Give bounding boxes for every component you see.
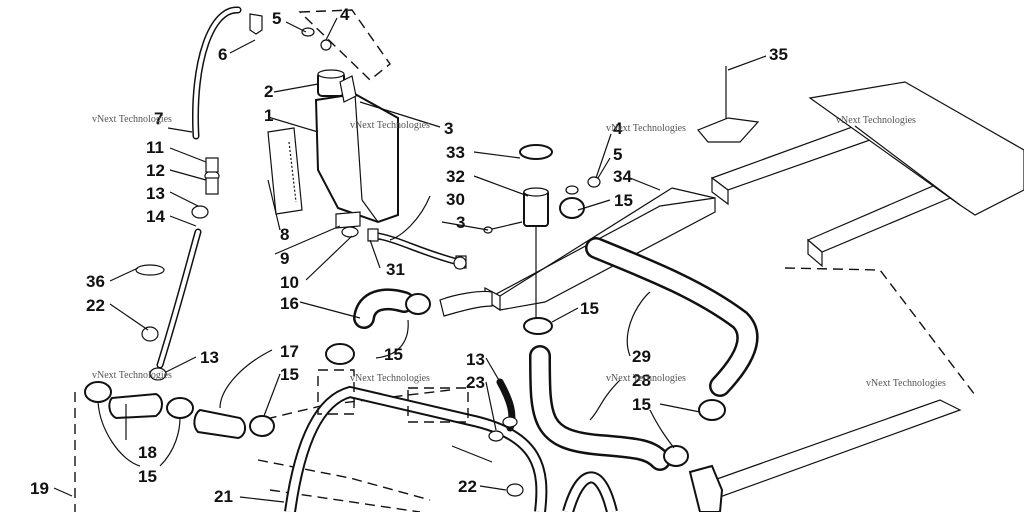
callout-15c: 15: [384, 345, 403, 364]
bottle-bracket: [339, 75, 357, 103]
frame-crossmember-right: [710, 81, 1024, 268]
callout-8: 8: [280, 225, 289, 244]
callout-5b: 5: [613, 145, 622, 164]
watermark: vNext Technologies: [92, 370, 172, 381]
callout-22b: 22: [458, 477, 477, 496]
callout-22a: 22: [86, 296, 105, 315]
callout-7: 7: [154, 109, 163, 128]
callout-13c: 13: [466, 350, 485, 369]
callout-10: 10: [280, 273, 299, 292]
left-tube: [156, 228, 202, 369]
callout-35: 35: [769, 45, 788, 64]
callout-36: 36: [86, 272, 105, 291]
overflow-tube: [191, 6, 263, 140]
callout-14: 14: [146, 207, 165, 226]
callout-15f: 15: [632, 395, 651, 414]
watermark: vNext Technologies: [350, 373, 430, 384]
thermostat-sensor: [697, 66, 760, 143]
callout-labels: 1 2 3 4 5 6 7 11 12 13 14 36 22 13 8 9 1…: [30, 5, 788, 506]
callout-3a: 3: [444, 119, 453, 138]
small-clamp: [453, 256, 467, 270]
callout-3b: 3: [456, 213, 465, 232]
callout-30: 30: [446, 190, 465, 209]
leader-lines: [53, 17, 767, 503]
callout-15e: 15: [138, 467, 157, 486]
callout-32: 32: [446, 167, 465, 186]
callout-29: 29: [632, 347, 651, 366]
engine-components-dashed: [317, 369, 493, 463]
callout-6: 6: [218, 45, 227, 64]
frame-rail-lower: [698, 399, 962, 512]
drain-tube: [367, 228, 467, 269]
watermark: vNext Technologies: [606, 123, 686, 134]
watermark: vNext Technologies: [350, 120, 430, 131]
watermark: vNext Technologies: [866, 378, 946, 389]
lower-hose: [529, 345, 671, 471]
bottle-fitting: [335, 211, 361, 238]
washer-nut-pair: [565, 176, 601, 195]
filler-neck: [519, 144, 553, 320]
callout-16: 16: [280, 294, 299, 313]
check-valve: [205, 157, 219, 195]
frame-outline-lower: [257, 459, 431, 512]
callout-15b: 15: [580, 299, 599, 318]
callout-12: 12: [146, 161, 165, 180]
callout-5a: 5: [272, 9, 281, 28]
callout-21: 21: [214, 487, 233, 506]
elbow-fitting: [688, 464, 724, 512]
callout-1: 1: [264, 106, 273, 125]
callout-33: 33: [446, 143, 465, 162]
callout-9: 9: [280, 249, 289, 268]
short-hose-18: [108, 392, 163, 420]
callout-19: 19: [30, 479, 49, 498]
callout-4a: 4: [340, 5, 350, 24]
callout-17: 17: [280, 342, 299, 361]
roll-bar: [284, 385, 618, 512]
upper-hose: [353, 288, 493, 329]
watermark: vNext Technologies: [836, 115, 916, 126]
callout-23: 23: [466, 373, 485, 392]
callout-15d: 15: [280, 365, 299, 384]
callout-11: 11: [146, 138, 164, 157]
watermark: vNext Technologies: [92, 114, 172, 125]
mounting-bracket-upper: [298, 9, 391, 81]
callout-15a: 15: [614, 191, 633, 210]
level-decal: [267, 127, 303, 215]
watermarks: vNext Technologies vNext Technologies vN…: [92, 114, 946, 389]
callout-2: 2: [264, 82, 273, 101]
coolant-bottle: [314, 69, 399, 224]
callout-31: 31: [386, 260, 405, 279]
watermark: vNext Technologies: [606, 373, 686, 384]
radiator-hose: [585, 237, 759, 397]
callout-13a: 13: [146, 184, 165, 203]
screw: [483, 221, 523, 234]
callout-4b: 4: [613, 119, 623, 138]
callout-18: 18: [138, 443, 157, 462]
callout-13b: 13: [200, 348, 219, 367]
short-hose-17: [193, 408, 246, 440]
hose-clamp: [84, 170, 726, 497]
callout-34: 34: [613, 167, 632, 186]
callout-28: 28: [632, 371, 651, 390]
